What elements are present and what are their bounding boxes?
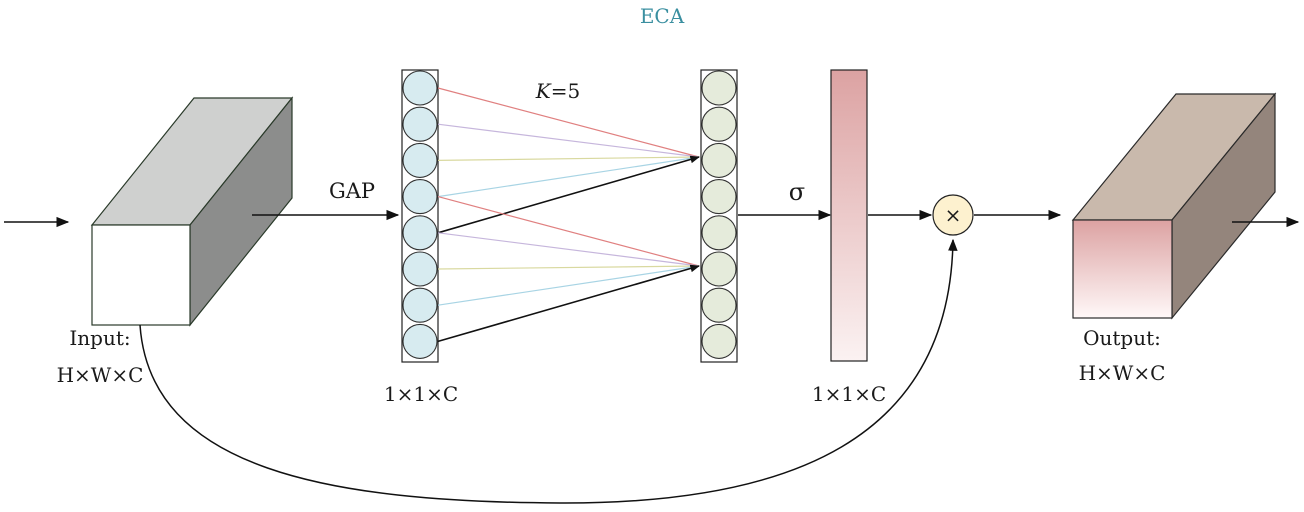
multiply-symbol: × [945,203,962,227]
kernel-connection-line [437,156,700,161]
kernel-connection-line [437,155,700,234]
kernel-connection-line [437,265,700,306]
kernel-connection-line [437,232,700,267]
kernel-size-label: K=5 [535,79,580,103]
kernel-connection-line [437,196,700,267]
kernel-eq: =5 [551,79,580,103]
multiply-circle [932,194,974,236]
weights-dims-label: 1×1×C [812,382,886,406]
kernel-connection-line [437,123,700,158]
gap-vector-node [402,179,438,215]
diagram-title: ECA [640,4,685,28]
conv-output-node [701,142,737,178]
kernel-connection-line [437,156,700,198]
kernel-var: K [535,79,552,103]
conv-output-node [701,215,737,251]
kernel-connection-line [437,264,700,343]
input-feature-map [90,96,294,327]
gap-vector-node [402,287,438,323]
kernel-connection-line [437,265,700,270]
gap-vector-node [402,251,438,287]
gap-vector [401,69,439,363]
input-dims-label: H×W×C [57,363,144,387]
skip-connection-arrow [139,238,958,504]
conv-output-node [701,251,737,287]
gap-vector-node [402,70,438,106]
conv-output-node [701,179,737,215]
gap-dims-label: 1×1×C [384,382,458,406]
conv-output-node [701,287,737,323]
gap-vector-node [402,323,438,359]
conv1d-kernel-connections [437,87,700,343]
conv-output-node [701,323,737,359]
gap-vector-node [402,215,438,251]
conv-output-node [701,106,737,142]
gap-vector-node [402,142,438,178]
gap-vector-node [402,106,438,142]
input-label: Input: [69,326,130,350]
sigma-label: σ [789,178,805,206]
input-box-front [91,224,191,326]
output-feature-map [1071,92,1277,320]
multiply-node: × [932,194,974,236]
output-dims-label: H×W×C [1079,361,1166,385]
conv-output-node [701,70,737,106]
output-box-front [1072,219,1173,319]
output-label: Output: [1083,326,1161,350]
attention-weights-bar [830,69,868,362]
conv-output-vector [700,69,738,363]
kernel-connection-line [437,87,700,158]
gap-label: GAP [329,179,375,203]
